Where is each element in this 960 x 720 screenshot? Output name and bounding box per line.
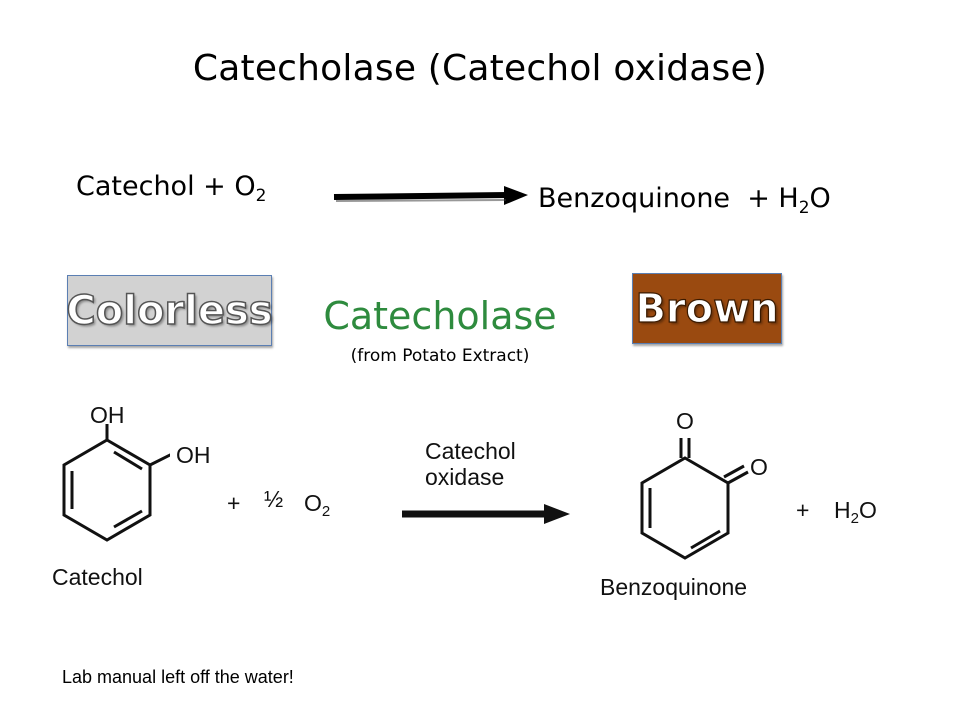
enzyme-source: (from Potato Extract) — [350, 346, 530, 366]
footnote: Lab manual left off the water! — [62, 667, 294, 687]
colorless-badge: Colorless — [66, 275, 274, 346]
plus-sign: + — [227, 490, 241, 516]
page-title: Catecholase (Catechol oxidase) — [192, 48, 768, 89]
water-h: H — [834, 497, 851, 523]
products-text: Benzoquinone + H2O — [538, 183, 831, 217]
benzoquinone-o-side: O — [750, 454, 768, 480]
water-subscript: 2 — [850, 510, 859, 527]
benzoquinone-structure-icon — [640, 438, 749, 560]
arrow-label: Catechol oxidase — [425, 438, 516, 490]
catechol-label: Catechol — [52, 564, 143, 590]
reaction-arrow — [333, 186, 528, 205]
brown-badge-label: Brown — [635, 285, 779, 332]
catechol-structure-icon — [62, 424, 170, 542]
h2o-subscript: 2 — [798, 198, 810, 218]
oxygen-subscript: 2 — [321, 503, 331, 520]
plus-sign-2: + — [796, 497, 810, 523]
benzoquinone-label: Benzoquinone — [600, 574, 748, 600]
reactants-text: Catechol + O2 — [76, 171, 266, 205]
water-formula: H2O — [834, 497, 877, 527]
catechol-oh-side: OH — [176, 442, 211, 468]
water-o: O — [858, 497, 877, 523]
colorless-badge-label: Colorless — [66, 287, 274, 335]
enzyme-name: Catecholase — [323, 294, 557, 338]
products-label: Benzoquinone + H — [538, 183, 799, 214]
benzoquinone-o-top: O — [676, 408, 694, 434]
catechol-oh-top: OH — [90, 402, 125, 428]
oxygen-symbol: O — [304, 490, 322, 516]
arrow-label-line1: Catechol — [425, 438, 516, 464]
o2-subscript: 2 — [255, 186, 267, 206]
brown-badge: Brown — [632, 273, 782, 344]
reactants-label: Catechol + O — [76, 171, 256, 202]
catalysis-arrow — [402, 504, 570, 524]
products-suffix: O — [809, 183, 831, 214]
arrow-label-line2: oxidase — [425, 464, 505, 490]
half-coefficient: ½ — [264, 486, 284, 512]
oxygen-formula: O2 — [304, 490, 331, 520]
